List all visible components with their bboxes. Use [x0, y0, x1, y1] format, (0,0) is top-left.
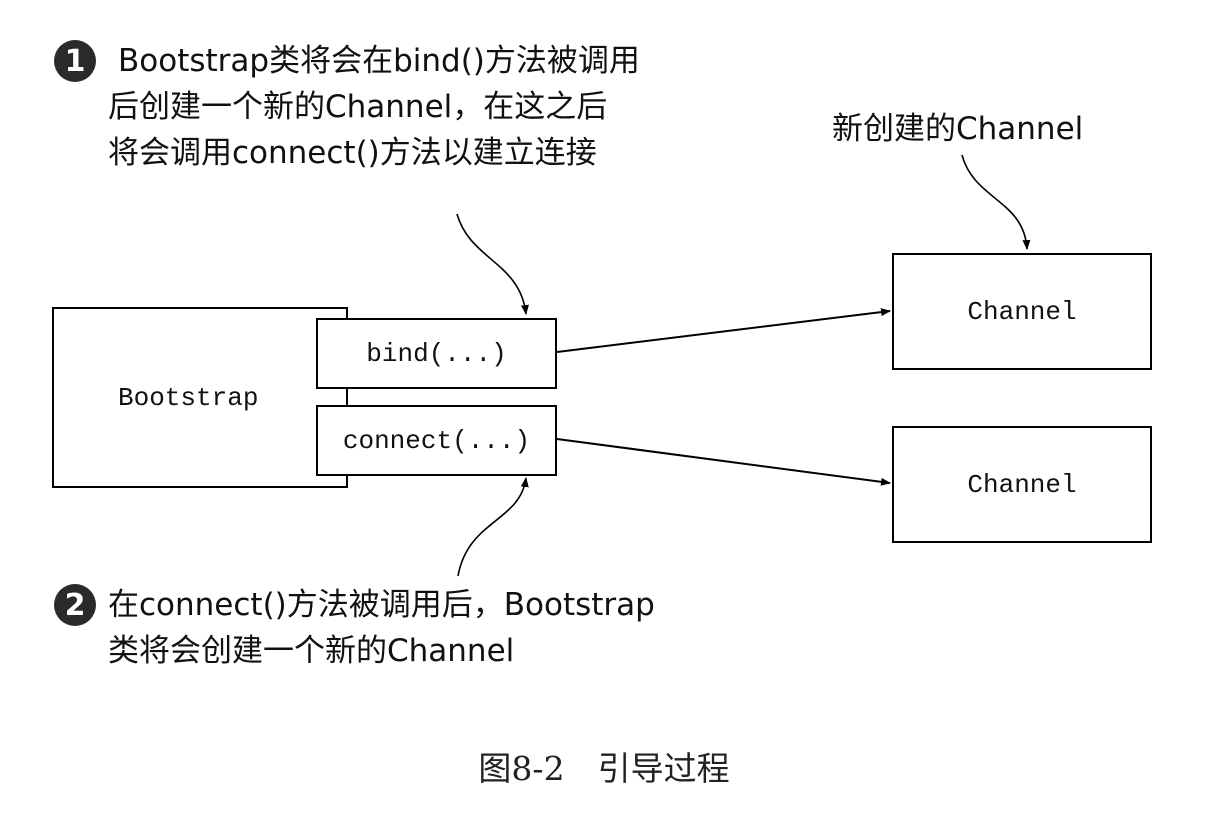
connect-method-label: connect(...) [342, 425, 531, 456]
connect-method-box: connect(...) [316, 405, 557, 476]
step1-number: 1 [64, 43, 86, 79]
channel-bottom-label: Channel [967, 469, 1077, 500]
bootstrap-label: Bootstrap [118, 382, 259, 413]
step1-number-badge: 1 [54, 40, 96, 82]
bind-method-label: bind(...) [366, 338, 507, 369]
connect-to-channel-arrow [556, 438, 891, 486]
channel-top-label: Channel [967, 296, 1077, 327]
step2-annotation: 在connect()方法被调用后，Bootstrap 类将会创建一个新的Chan… [108, 582, 655, 674]
step1-line-2: 后创建一个新的Channel，在这之后 [108, 89, 608, 125]
step1-line-1: Bootstrap类将会在bind()方法被调用 [118, 43, 640, 79]
bootstrap-box: Bootstrap [52, 307, 348, 488]
figure-caption: 图8-2 引导过程 [478, 749, 730, 788]
step2-number: 2 [64, 587, 86, 623]
step2-line-1: 在connect()方法被调用后，Bootstrap [108, 587, 655, 623]
step1-pointer-arrow [456, 213, 529, 315]
new-channel-pointer-arrow [961, 154, 1031, 250]
step1-annotation: Bootstrap类将会在bind()方法被调用 后创建一个新的Channel，… [108, 38, 640, 176]
step2-number-badge: 2 [54, 584, 96, 626]
step2-pointer-arrow [457, 477, 529, 577]
bind-method-box: bind(...) [316, 318, 557, 389]
channel-box-bottom: Channel [892, 426, 1152, 543]
step1-line-3: 将会调用connect()方法以建立连接 [108, 135, 597, 171]
channel-box-top: Channel [892, 253, 1152, 370]
bind-to-channel-arrow [556, 308, 891, 353]
new-channel-annotation: 新创建的Channel [832, 111, 1084, 147]
step2-line-2: 类将会创建一个新的Channel [108, 633, 515, 669]
